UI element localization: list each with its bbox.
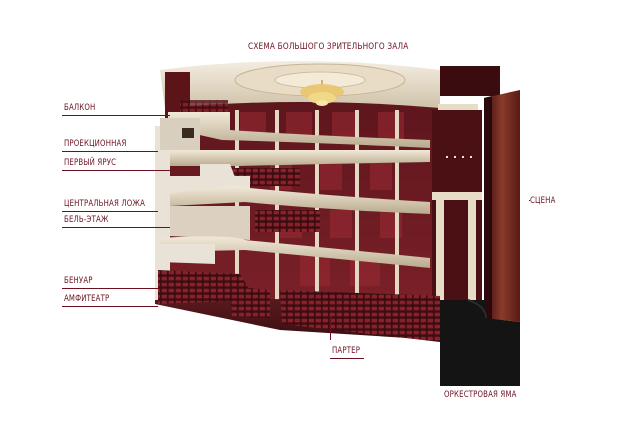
label-bel-etage: БЕЛЬ-ЭТАЖ	[64, 215, 109, 225]
stage-leader	[529, 200, 530, 201]
label-benoir: БЕНУАР	[64, 276, 93, 286]
label-orchestra-pit: ОРКЕСТРОВАЯ ЯМА	[444, 390, 517, 400]
orchestra-pit	[440, 300, 520, 386]
central-box-leader	[62, 211, 158, 212]
parterre-underline	[330, 358, 364, 359]
label-balcony: БАЛКОН	[64, 103, 96, 113]
label-amphitheater: АМФИТЕАТР	[64, 294, 110, 304]
stage-backdrop	[484, 90, 520, 322]
amphitheater-leader	[62, 306, 158, 307]
bel-etage-leader	[62, 227, 170, 228]
bel-etage-tier	[170, 186, 430, 214]
first-tier	[170, 150, 430, 166]
chandelier-icon	[300, 80, 344, 106]
diagram-title: СХЕМА БОЛЬШОГО ЗРИТЕЛЬНОГО ЗАЛА	[248, 42, 409, 52]
label-projection: ПРОЕКЦИОННАЯ	[64, 139, 127, 149]
projection-leader	[62, 151, 158, 152]
balcony-tier	[168, 112, 430, 148]
label-parterre: ПАРТЕР	[332, 346, 361, 356]
label-first-tier: ПЕРВЫЙ ЯРУС	[64, 158, 117, 168]
label-central-box: ЦЕНТРАЛЬНАЯ ЛОЖА	[64, 199, 146, 209]
benoir-tier	[160, 236, 430, 268]
label-stage: СЦЕНА	[530, 196, 556, 206]
parterre-seats	[280, 290, 440, 342]
balcony-leader	[62, 115, 170, 116]
benoir-leader	[62, 288, 158, 289]
projection-room	[160, 118, 200, 150]
first-tier-leader	[62, 170, 170, 171]
parterre-leader	[330, 316, 331, 340]
stage-tower	[440, 66, 500, 96]
